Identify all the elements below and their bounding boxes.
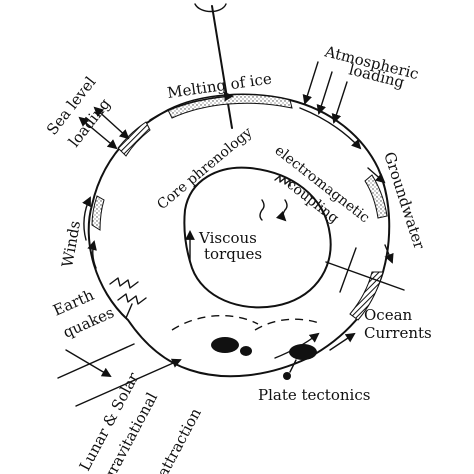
earthquake-fault-icon: [109, 277, 147, 319]
mantle-convection-dashes: [171, 315, 323, 331]
winds-patch: [91, 195, 105, 231]
lunar-solar-attraction-arrows: [57, 343, 182, 407]
atmospheric-loading-arrows: [302, 61, 348, 124]
groundwater-arrows: [367, 167, 394, 264]
viscous-label: Viscous: [198, 229, 257, 247]
winds-label: Winds: [58, 219, 84, 268]
inner-core-circle: [183, 166, 332, 309]
ocean-label: Ocean: [364, 306, 413, 324]
outer-earth-circle: [87, 93, 391, 378]
plate-tectonics-label: Plate tectonics: [258, 386, 370, 404]
winds-arrows: [82, 196, 97, 269]
sea-level-loading-arrows: [78, 106, 130, 150]
rotation-arrow-icon: [194, 3, 227, 13]
rotation-axis-line: [211, 5, 233, 129]
groundwater-patch: [364, 174, 388, 219]
currents-label: Currents: [364, 324, 432, 342]
electromagnetic-coupling-squiggles: [259, 175, 291, 222]
rotation-axis: [194, 3, 233, 129]
plate-tectonics-icon: [211, 337, 317, 380]
core-phrenology-label: Core phrenology: [154, 124, 255, 213]
torques-label: torques: [204, 245, 262, 263]
attraction-label: attraction: [154, 405, 205, 474]
ocean-patch: [349, 271, 384, 321]
ocean-current-arrows: [325, 247, 405, 351]
sea-level-patch: [117, 121, 151, 157]
